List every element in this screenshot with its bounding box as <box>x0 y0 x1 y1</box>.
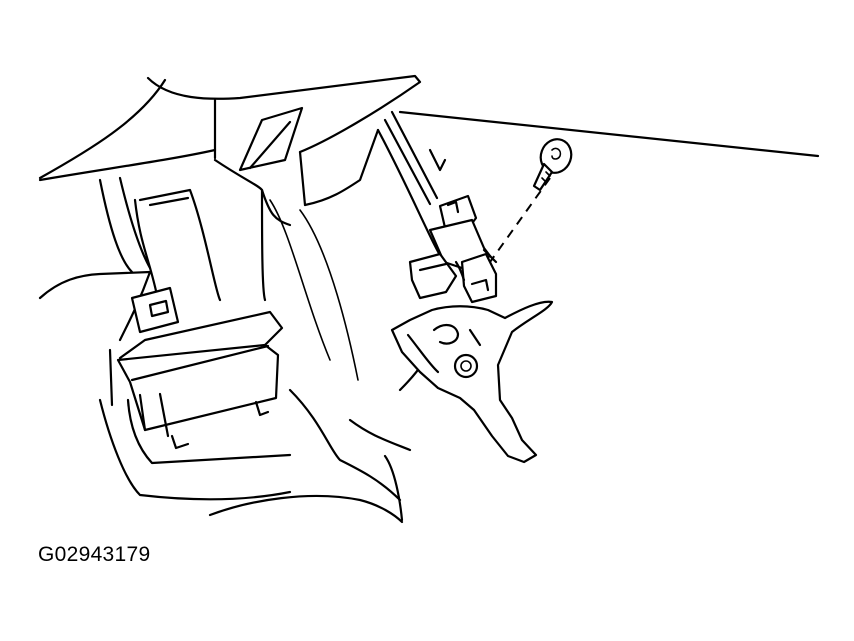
installation-guide-line <box>489 177 551 263</box>
relay-box <box>108 286 284 450</box>
bolt-hole-upper <box>432 324 460 345</box>
lower-panel-outline <box>98 338 434 524</box>
mounting-screw <box>489 138 573 263</box>
switch-connector <box>408 194 498 304</box>
dashboard-outline <box>38 74 820 381</box>
mounting-bracket <box>390 300 554 464</box>
figure-id-label: G02943179 <box>38 543 151 566</box>
bolt-hole-lower <box>453 353 479 379</box>
